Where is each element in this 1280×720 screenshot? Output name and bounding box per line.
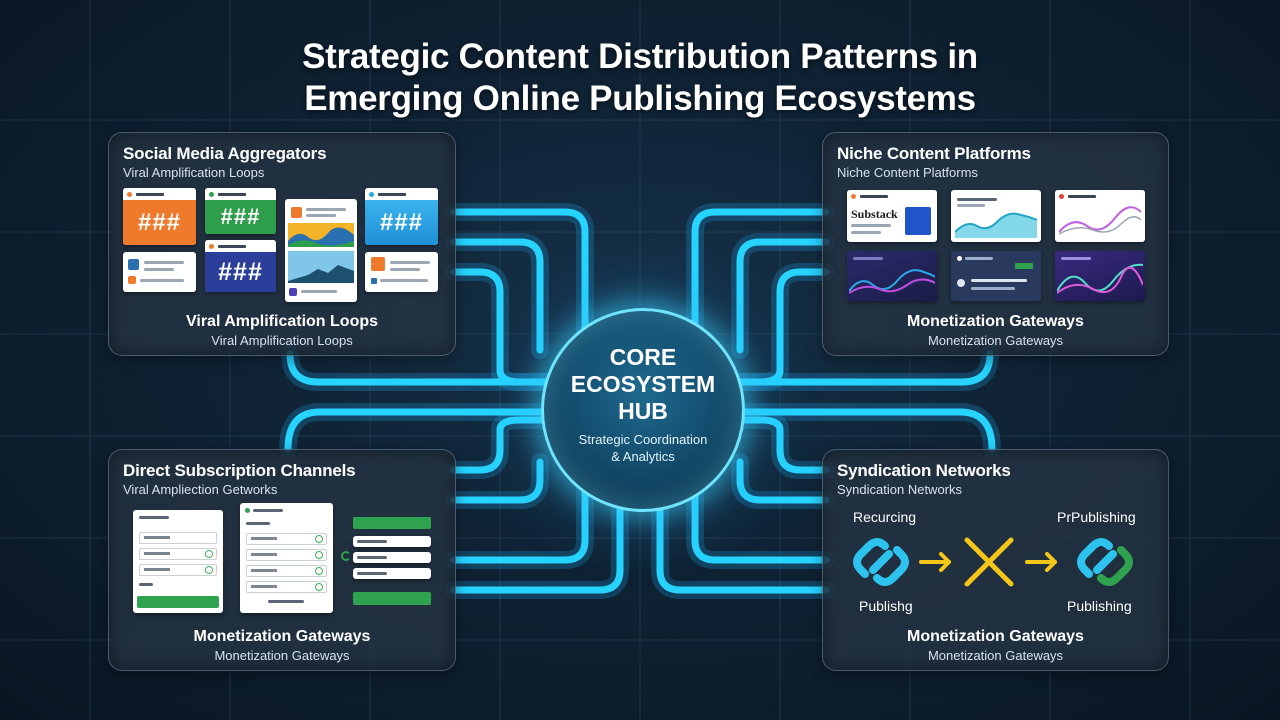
chart-icon [288,251,354,283]
wire-glow [445,491,629,599]
connection-wire [450,416,564,474]
syndication-label-bottom-right: Publishing [1067,598,1132,614]
analytics-card-dark-2 [951,251,1041,301]
hub-subtitle: Strategic Coordination & Analytics [544,431,742,465]
substack-brand: Substack [851,207,898,221]
chart-icon [955,212,1037,238]
syndication-label-top-left: Recurcing [853,509,917,525]
subscription-form-2 [240,503,333,613]
syndication-label-bottom-left: Publishg [859,598,913,614]
panel-subtitle: Viral Amplification Loops [123,165,265,180]
grid-icon [905,207,931,235]
connection-wire [736,458,830,504]
title-line-2: Emerging Online Publishing Ecosystems [304,79,976,118]
core-ecosystem-hub: CORE ECOSYSTEM HUB Strategic Coordinatio… [541,308,745,512]
analytics-card-dark-3 [1055,251,1145,301]
connection-wire [731,408,996,453]
panel-subtitle: Viral Ampliection Getworks [123,482,278,497]
footer-main: Viral Amplification Loops [185,313,379,330]
green-header-bar [353,517,431,529]
panel-title: Syndication Networks [837,461,1011,480]
connection-wire [731,350,994,386]
footer-main: Monetization Gateways [907,628,1084,645]
social-card-blue: ### [365,188,438,245]
refresh-icon [341,551,351,561]
panel-subtitle: Syndication Networks [837,482,962,497]
hub-subtitle-line-2: & Analytics [611,449,675,464]
panel-footer: Monetization Gateways Monetization Gatew… [109,628,455,663]
confirm-button[interactable] [353,592,431,605]
analytics-card-teal [951,190,1041,242]
social-card-orange: ### [123,188,196,245]
connection-wire [716,416,830,474]
footer-sub: Viral Amplification Loops [211,333,353,348]
panel-footer: Monetization Gateways Monetization Gatew… [823,628,1168,663]
connection-wire [450,482,589,564]
wire-glow [651,491,835,599]
subscription-field[interactable] [353,536,431,547]
connection-wire [736,238,830,354]
footer-main: Monetization Gateways [907,313,1084,330]
syndication-flow [853,537,1133,587]
subscription-form-1 [133,510,223,613]
panel-niche-content-platforms: Niche Content Platforms Niche Content Pl… [822,132,1169,356]
arrow-right-icon [919,552,951,572]
panel-social-media-aggregators: Social Media Aggregators Viral Amplifica… [108,132,456,356]
arrow-right-icon [1025,552,1057,572]
panel-direct-subscription-channels: Direct Subscription Channels Viral Ampli… [108,449,456,671]
hashtag-icon: ### [205,252,276,292]
panel-title: Direct Subscription Channels [123,461,356,480]
analytics-card-purple [1055,190,1145,242]
connection-wire [450,238,544,354]
title-line-1: Strategic Content Distribution Patterns … [302,37,978,76]
connection-wire [286,350,549,386]
panel-footer: Monetization Gateways Monetization Gatew… [823,313,1168,348]
chart-icon [1059,206,1141,235]
social-card-feed [285,199,357,302]
footer-sub: Monetization Gateways [214,648,350,663]
syndication-label-top-right: PrPublishing [1057,509,1136,525]
hub-subtitle-line-1: Strategic Coordination [578,432,708,447]
panel-subtitle: Niche Content Platforms [837,165,978,180]
connection-wire [450,496,624,594]
hashtag-icon: ### [205,200,276,234]
connection-wire [450,208,589,334]
analytics-card-dark-1 [847,251,937,301]
connection-wire [656,496,830,594]
footer-sub: Monetization Gateways [927,333,1064,348]
footer-main: Monetization Gateways [193,628,371,645]
connection-wire [284,408,549,453]
link-icon [1077,538,1133,586]
panel-title: Niche Content Platforms [837,144,1031,163]
connection-wire [691,482,830,564]
panel-syndication-networks: Syndication Networks Syndication Network… [822,449,1169,671]
substack-card: Substack [847,190,937,242]
subscription-field[interactable] [353,568,431,579]
social-card-profile [123,252,196,292]
hub-title-line-3: HUB [618,398,668,424]
social-card-green: ### [205,188,276,234]
subscribe-button[interactable] [137,596,219,608]
social-card-post [365,252,438,292]
cross-icon [964,537,1014,587]
connection-wire [691,208,830,334]
chart-icon [1057,263,1143,294]
connection-wire [450,458,544,504]
chart-icon [288,223,354,247]
subscription-field[interactable] [353,552,431,563]
page-title: Strategic Content Distribution Patterns … [0,36,1280,120]
social-card-navy: ### [205,240,276,292]
hashtag-icon: ### [365,200,438,245]
hub-title: CORE ECOSYSTEM HUB [544,344,742,425]
hashtag-icon: ### [123,200,196,245]
panel-footer: Viral Amplification Loops Viral Amplific… [109,313,455,348]
link-icon [853,538,909,586]
panel-title: Social Media Aggregators [123,144,327,163]
chart-icon [849,269,935,294]
hub-title-line-1: CORE [609,344,677,370]
hub-title-line-2: ECOSYSTEM [570,371,716,397]
footer-sub: Monetization Gateways [927,648,1064,663]
